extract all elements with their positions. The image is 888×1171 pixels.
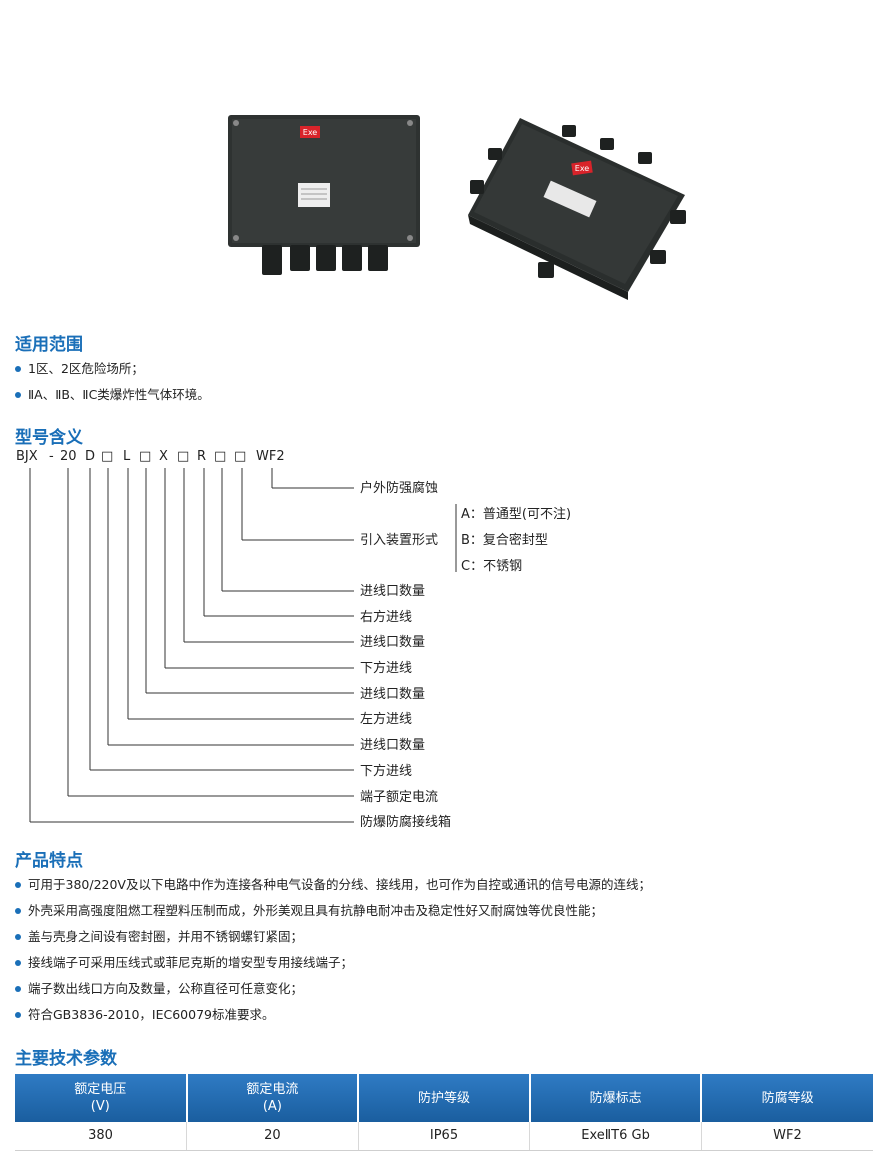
table-cell: 380 [15,1122,187,1151]
col-header-protection: 防护等级 [357,1074,530,1122]
table-header-row: 额定电压(V) 额定电流(A) 防护等级 防爆标志 防腐等级 [15,1074,873,1122]
list-item: ⅡA、ⅡB、ⅡC类爆炸性气体环境。 [15,382,210,408]
model-label: 引入装置形式 [360,533,438,548]
model-label: 下方进线 [360,763,412,779]
exe-label-right: Exe [575,164,590,173]
specs-table: 额定电压(V) 额定电流(A) 防护等级 防爆标志 防腐等级 380 20 IP… [15,1074,873,1151]
model-label: 进线口数量 [360,635,425,650]
model-label: 进线口数量 [360,738,425,753]
code-part: X [159,449,168,464]
code-part: □ [234,449,246,464]
option-label: A：普通型(可不注) [461,507,571,522]
features-heading: 产品特点 [15,851,83,871]
features-list: 可用于380/220V及以下电路中作为连接各种电气设备的分线、接线用，也可作为自… [15,872,651,1028]
leader-lines [29,468,457,823]
table-cell: ExeⅡT6 Gb [529,1122,702,1151]
table-cell: IP65 [357,1122,530,1151]
scope-list: 1区、2区危险场所； ⅡA、ⅡB、ⅡC类爆炸性气体环境。 [15,356,210,408]
code-part: □ [214,449,226,464]
model-heading: 型号含义 [15,428,83,448]
col-header-current: 额定电流(A) [185,1074,359,1122]
code-part: □ [177,449,189,464]
table-cell: 20 [186,1122,359,1151]
model-label: 下方进线 [360,660,412,676]
table-cell: WF2 [700,1122,873,1151]
code-part: - [49,449,54,464]
list-item: 端子数出线口方向及数量，公称直径可任意变化； [15,976,651,1002]
code-part: 20 [60,449,77,464]
exe-label-left: Exe [303,128,318,137]
specs-heading: 主要技术参数 [15,1049,117,1069]
product-photos: Exe Exe [228,115,686,300]
model-label: 进线口数量 [360,584,425,599]
code-part: WF2 [256,449,285,464]
model-label: 端子额定电流 [360,790,438,805]
code-part: □ [139,449,151,464]
model-label: 左方进线 [360,711,412,727]
model-label: 防爆防腐接线箱 [360,814,451,830]
code-part: R [197,449,206,464]
junction-box-front-photo: Exe [228,115,420,275]
table-row: 380 20 IP65 ExeⅡT6 Gb WF2 [15,1122,873,1151]
col-header-voltage: 额定电压(V) [15,1074,187,1122]
list-item: 1区、2区危险场所； [15,356,210,382]
list-item: 盖与壳身之间设有密封圈，并用不锈钢螺钉紧固； [15,924,651,950]
model-label: 右方进线 [360,609,412,625]
option-label: C：不锈钢 [461,559,522,574]
scope-heading: 适用范围 [15,335,83,355]
code-part: BJX [16,449,38,464]
junction-box-angled-photo: Exe [468,118,686,300]
list-item: 接线端子可采用压线式或菲尼克斯的增安型专用接线端子； [15,950,651,976]
model-label: 进线口数量 [360,687,425,702]
list-item: 外壳采用高强度阻燃工程塑料压制而成，外形美观且具有抗静电耐冲击及稳定性好又耐腐蚀… [15,898,651,924]
model-label: 户外防强腐蚀 [360,480,438,496]
list-item: 符合GB3836-2010，IEC60079标准要求。 [15,1002,651,1028]
option-label: B：复合密封型 [461,532,548,548]
model-code-diagram: BJX - 20 D □ L □ X □ R □ □ WF2 户外防强腐蚀 引入… [16,449,571,830]
code-part: L [123,449,131,464]
code-part: D [85,449,95,464]
col-header-explosion-mark: 防爆标志 [528,1074,702,1122]
code-part: □ [101,449,113,464]
col-header-corrosion: 防腐等级 [700,1074,873,1122]
list-item: 可用于380/220V及以下电路中作为连接各种电气设备的分线、接线用，也可作为自… [15,872,651,898]
